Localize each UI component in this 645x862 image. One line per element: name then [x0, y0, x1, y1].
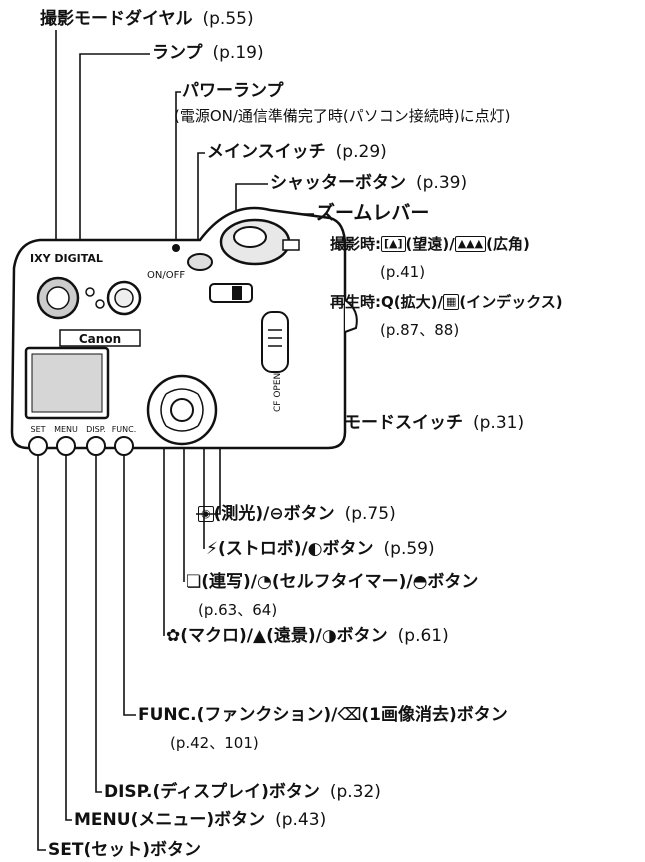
label-zoom-shooting-page: (p.41) — [380, 263, 426, 281]
label-lamp: ランプ(p.19) — [152, 43, 264, 63]
camera-btn-func: FUNC. — [112, 425, 137, 434]
label-func-button: FUNC.(ファンクション)/⌫(1画像消去)ボタン — [138, 705, 508, 725]
flash-icon: ⚡ — [206, 539, 218, 559]
leader-lamp — [79, 53, 150, 300]
label-mode-dial: 撮影モードダイヤル(p.55) — [40, 9, 254, 29]
leader-disp — [95, 445, 102, 793]
index-icon: ▦ — [442, 294, 460, 310]
label-set-button: SET(セット)ボタン — [48, 840, 201, 860]
label-drive-page: (p.63、64) — [198, 601, 278, 619]
label-power-lamp: パワーランプ — [182, 81, 284, 101]
camera-btn-disp: DISP. — [86, 425, 106, 434]
camera-btn-menu: MENU — [54, 425, 78, 434]
label-shutter-button: シャッターボタン(p.39) — [270, 173, 468, 193]
label-mode-switch: モードスイッチ(p.31) — [344, 413, 525, 433]
erase-icon: ⌫ — [337, 705, 362, 725]
camera-power-label: ON/OFF — [147, 270, 185, 281]
leader-set — [37, 445, 46, 851]
label-main-switch: メインスイッチ(p.29) — [207, 142, 387, 162]
camera-brand: Canon — [79, 332, 121, 346]
camera-model-mark: IXY DIGITAL — [30, 252, 103, 265]
metering-icon: ◉ — [198, 506, 214, 522]
label-power-lamp-note: (電源ON/通信準備完了時(パソコン接続時)に点灯) — [174, 107, 511, 125]
leader-menu — [65, 445, 72, 821]
label-flash-button: ⚡(ストロボ)/◐ボタン(p.59) — [206, 539, 435, 559]
camera-btn-set: SET — [30, 425, 45, 434]
camera-cf-label: CF OPEN — [273, 373, 283, 412]
macro-icon: ✿ — [166, 626, 181, 646]
label-func-page: (p.42、101) — [170, 734, 259, 752]
leader-func — [123, 445, 136, 716]
camera-body: IXY DIGITAL ON/OFF Canon CF OPEN — [10, 206, 358, 456]
label-metering-button: ◉(測光)/⊖ボタン(p.75) — [198, 503, 396, 525]
wide-icon: ▲▲▲ — [454, 236, 487, 252]
label-drive-button: ❏(連写)/◔(セルフタイマー)/◓ボタン — [186, 572, 479, 592]
tele-icon: [▲] — [381, 236, 406, 252]
enlarge-icon: Q — [381, 293, 394, 311]
label-zoom-lever: ズームレバー — [316, 202, 430, 224]
label-zoom-playback: 再生時:Q(拡大)/▦(インデックス) — [330, 293, 563, 311]
drive-icon: ❏ — [186, 572, 202, 592]
label-disp-button: DISP.(ディスプレイ)ボタン(p.32) — [104, 782, 381, 802]
label-zoom-shooting: 撮影時:[▲](望遠)/▲▲▲(広角) — [330, 235, 530, 253]
label-zoom-playback-page: (p.87、88) — [380, 321, 460, 339]
label-macro-button: ✿(マクロ)/▲(遠景)/◑ボタン(p.61) — [166, 626, 449, 646]
label-menu-button: MENU(メニュー)ボタン(p.43) — [74, 810, 327, 830]
